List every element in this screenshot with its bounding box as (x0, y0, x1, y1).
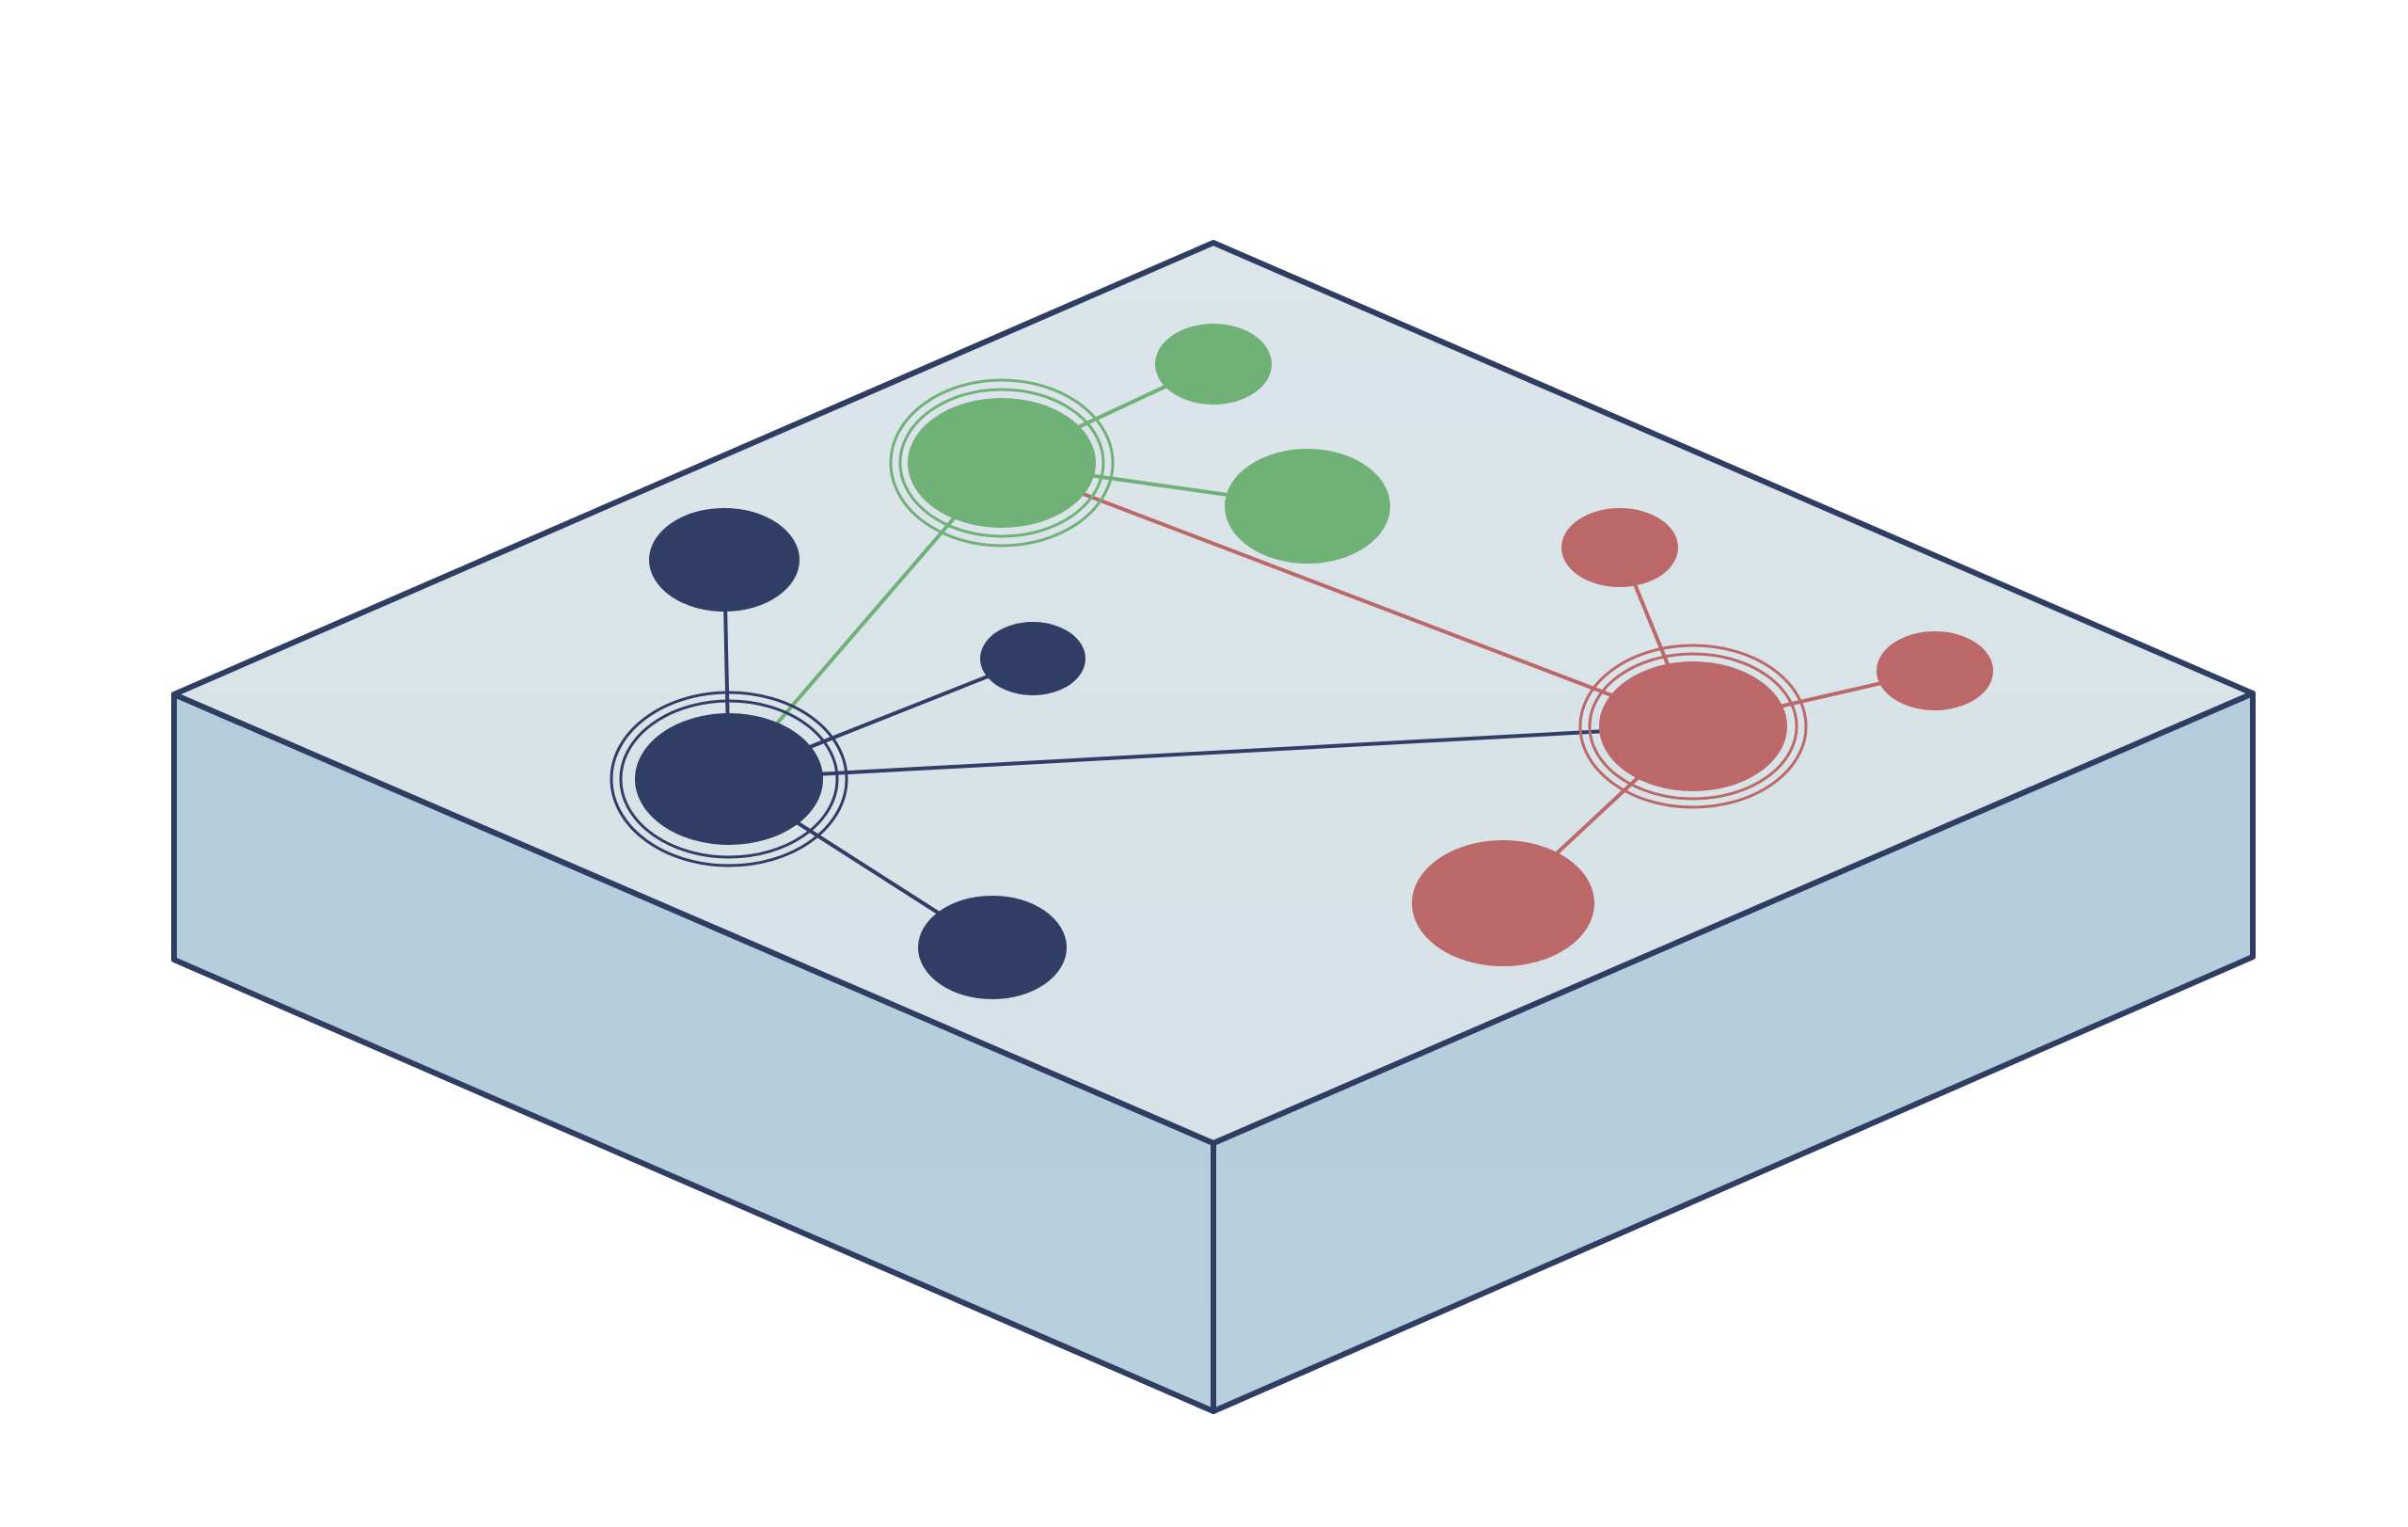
node-navy-top (649, 508, 800, 612)
node-navy-hub (635, 713, 823, 845)
node-red-top (1561, 508, 1678, 587)
slab-top-face (171, 240, 2256, 1146)
red-hub-ring-2 (1578, 644, 1808, 809)
slab (171, 240, 2256, 1414)
edge-navy-hub-to-red-hub (727, 724, 1695, 781)
node-red-bottom (1412, 840, 1594, 966)
node-navy-bottom (918, 896, 1067, 999)
green-hub-ring-2 (889, 378, 1115, 548)
hub-rings (610, 378, 1808, 867)
navy-hub-ring-2 (610, 691, 848, 867)
nodes (635, 324, 1993, 999)
node-green-top-small (1155, 324, 1272, 405)
node-red-right-small (1877, 631, 1993, 710)
green-hub-ring-1 (898, 388, 1105, 538)
node-green-right (1225, 449, 1390, 564)
navy-hub-ring-1 (619, 699, 839, 859)
node-red-hub (1599, 661, 1787, 791)
node-green-hub (908, 398, 1096, 528)
edge-green-hub-to-red-hub (1000, 461, 1695, 728)
node-navy-small (980, 622, 1085, 695)
red-hub-ring-1 (1588, 652, 1798, 801)
